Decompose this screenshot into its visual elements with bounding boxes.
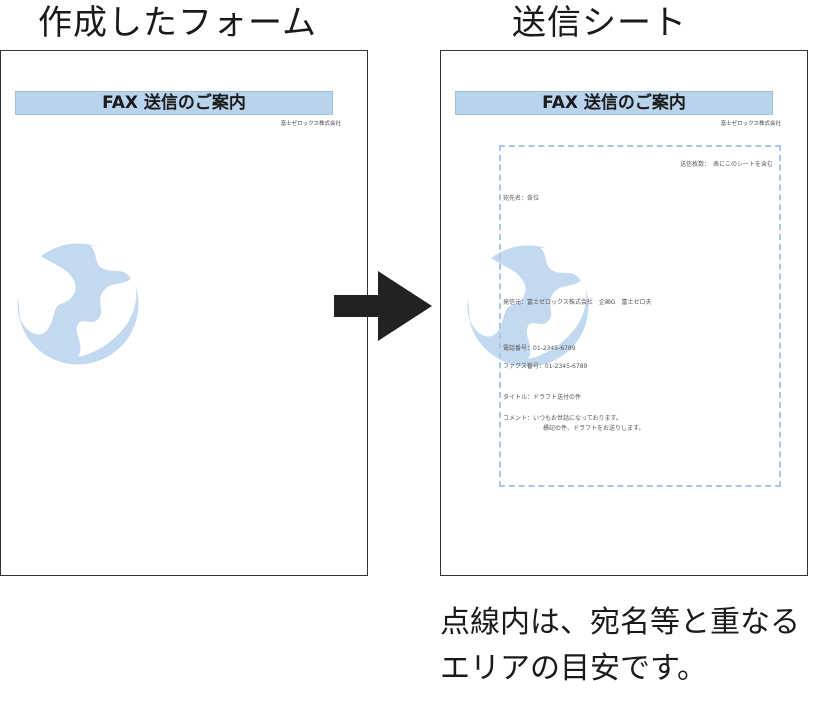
arrow-right-icon xyxy=(334,271,432,341)
globe-icon xyxy=(467,245,589,367)
send-sheet-company-name: 富士ゼロックス株式会社 xyxy=(720,121,781,127)
form-title-bar: FAX 送信のご案内 xyxy=(15,91,333,115)
caption-line-2: エリアの目安です。 xyxy=(440,651,707,686)
send-sheet: FAX 送信のご案内 富士ゼロックス株式会社 送信枚数： 表にこのシートを含む … xyxy=(440,50,808,576)
globe-icon xyxy=(17,243,139,365)
fax-number-field: ファクス番号：01-2345-6789 xyxy=(503,363,588,370)
comment-line-1: コメント：いつもお世話になっております。 xyxy=(503,415,622,422)
sender-field: 発信元：富士ゼロックス株式会社 企画G 富士ゼロ夫 xyxy=(503,299,652,306)
form-heading: 作成したフォーム xyxy=(38,3,317,43)
send-sheet-heading: 送信シート xyxy=(512,3,687,43)
send-sheet-title-bar: FAX 送信のご案内 xyxy=(455,91,773,115)
caption: 点線内は、宛名等と重なる エリアの目安です。 xyxy=(440,600,800,692)
recipient-field: 宛先名：各位 xyxy=(503,195,540,202)
overlap-area-dotted-box: 送信枚数： 表にこのシートを含む 宛先名：各位 発信元：富士ゼロックス株式会社 … xyxy=(499,145,781,487)
created-form-sheet: FAX 送信のご案内 富士ゼロックス株式会社 xyxy=(0,50,368,576)
comment-line-2: 標記の件、ドラフトをお送りします。 xyxy=(543,425,645,432)
form-company-name: 富士ゼロックス株式会社 xyxy=(280,121,341,127)
caption-line-1: 点線内は、宛名等と重なる xyxy=(440,605,800,640)
subject-field: タイトル：ドラフト送付の件 xyxy=(503,394,582,401)
phone-field: 電話番号：01-2345-6789 xyxy=(503,345,576,352)
pages-field: 送信枚数： 表にこのシートを含む xyxy=(680,161,773,168)
